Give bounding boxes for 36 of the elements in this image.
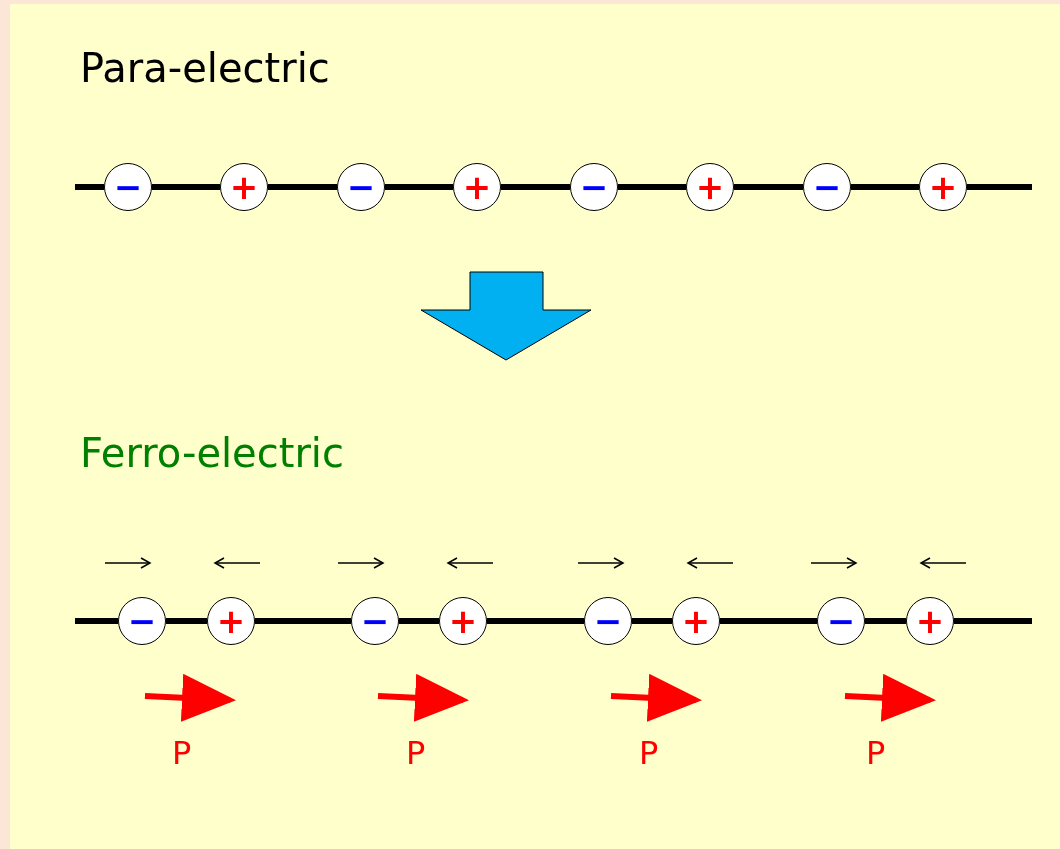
polarization-label: P [406, 737, 426, 769]
ion-circle: + [919, 163, 967, 211]
chain-line [632, 618, 672, 624]
chain-line [399, 618, 439, 624]
polarization-label: P [172, 737, 192, 769]
section-heading: Para-electric [80, 44, 330, 92]
ion-circle: − [351, 597, 399, 645]
ion-circle: + [207, 597, 255, 645]
chain-line [255, 618, 351, 624]
ion-circle: + [453, 163, 501, 211]
ion-circle: + [686, 163, 734, 211]
ion-circle: − [337, 163, 385, 211]
ion-circle: + [672, 597, 720, 645]
polarization-label: P [639, 737, 659, 769]
chain-line [152, 184, 220, 190]
chain-line [734, 184, 803, 190]
ion-circle: − [118, 597, 166, 645]
chain-line [385, 184, 453, 190]
chain-line [865, 618, 906, 624]
chain-line [720, 618, 817, 624]
ion-circle: + [220, 163, 268, 211]
ion-circle: − [817, 597, 865, 645]
chain-line [851, 184, 919, 190]
chain-line [268, 184, 337, 190]
section-heading: Ferro-electric [80, 429, 344, 477]
chain-line [166, 618, 207, 624]
polarization-label: P [866, 737, 886, 769]
ion-circle: − [584, 597, 632, 645]
ion-circle: − [104, 163, 152, 211]
ion-circle: − [803, 163, 851, 211]
chain-line [487, 618, 584, 624]
chain-line [501, 184, 570, 190]
ion-circle: − [570, 163, 618, 211]
chain-line [618, 184, 686, 190]
ion-circle: + [439, 597, 487, 645]
ion-circle: + [906, 597, 954, 645]
